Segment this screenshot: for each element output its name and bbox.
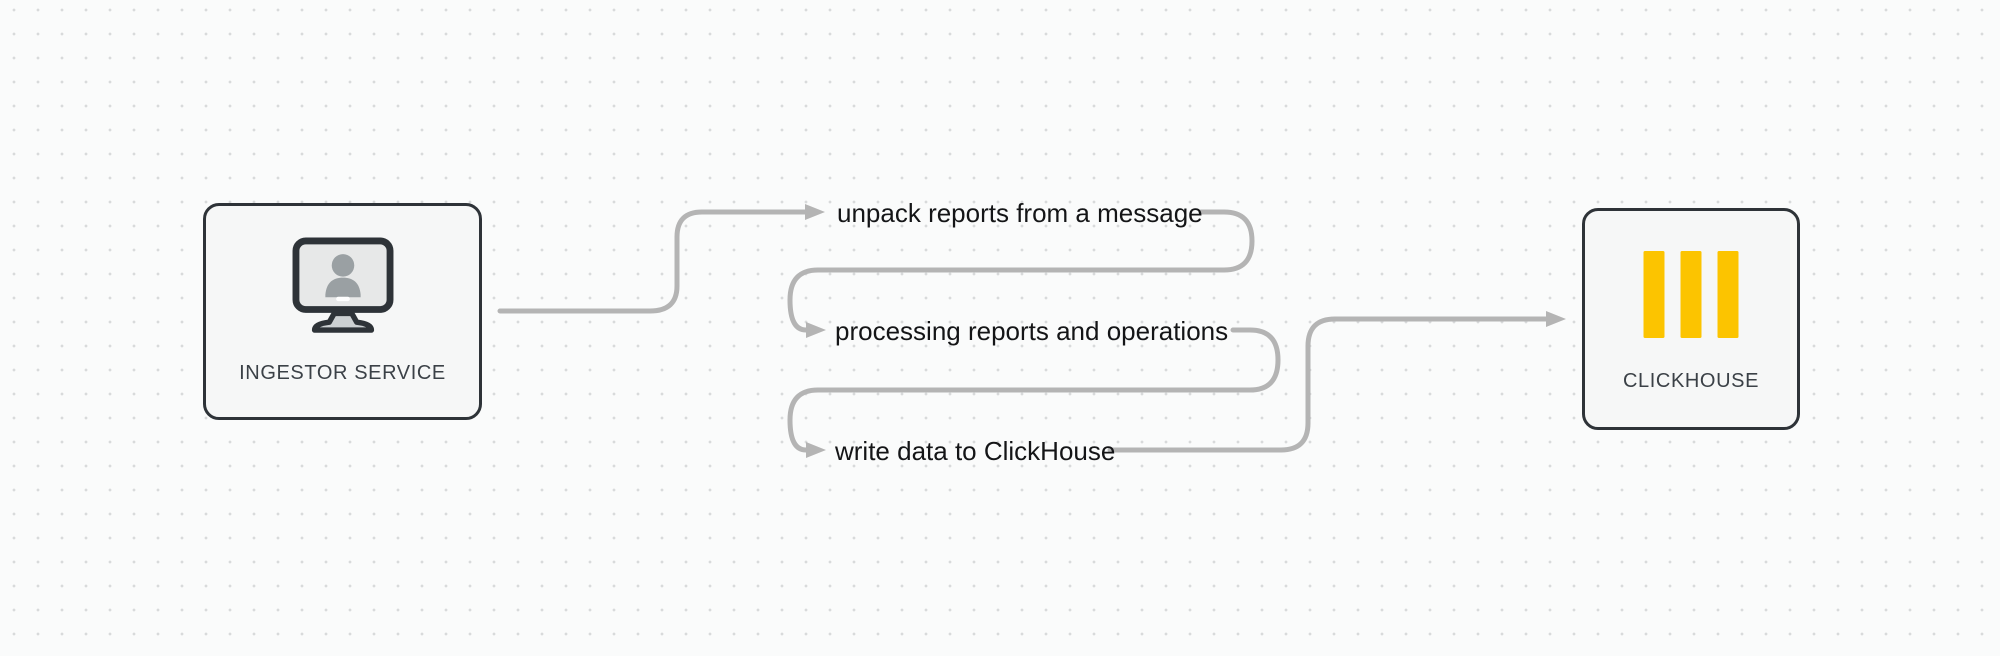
monitor-user-icon <box>292 237 393 333</box>
edge-step3-to-clickhouse <box>1107 311 1566 453</box>
step-label-unpack: unpack reports from a message <box>837 198 1203 228</box>
node-label-clickhouse: CLICKHOUSE <box>1622 370 1760 392</box>
clickhouse-bar <box>1680 251 1702 338</box>
step-label-processing: processing reports and operations <box>835 316 1229 346</box>
clickhouse-bars-icon <box>1643 251 1739 338</box>
clickhouse-bar <box>1717 251 1739 338</box>
node-label-ingestor: INGESTOR SERVICE <box>239 362 446 384</box>
edge-ingestor-to-step1 <box>497 204 825 314</box>
clickhouse-bar <box>1643 251 1665 338</box>
step-label-write: write data to ClickHouse <box>835 436 1116 466</box>
edge-step2-to-step3 <box>787 327 1281 458</box>
node-ingestor-service: INGESTOR SERVICE <box>203 203 482 420</box>
edge-step1-to-step2 <box>787 209 1255 338</box>
node-clickhouse: CLICKHOUSE <box>1582 208 1800 430</box>
